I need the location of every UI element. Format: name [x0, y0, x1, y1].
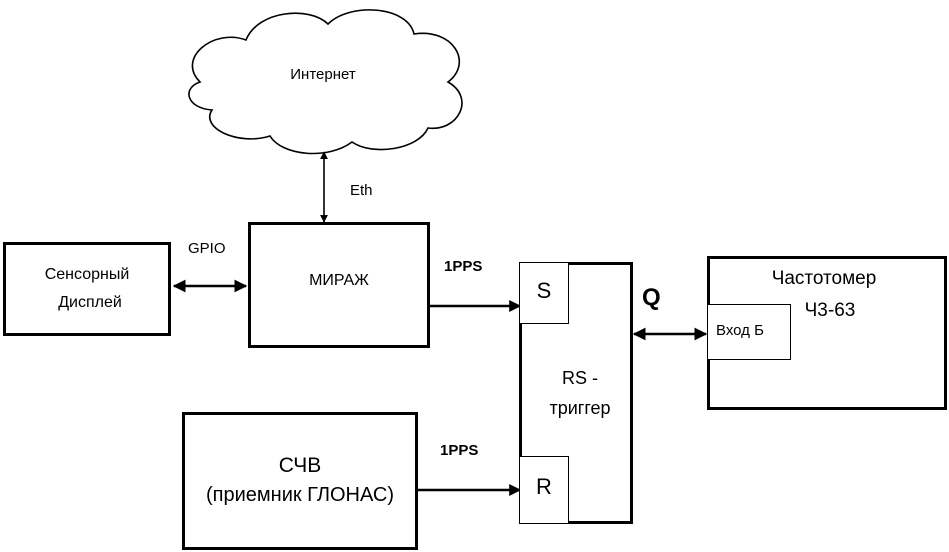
rs-trigger-label-line2: триггер — [549, 398, 611, 418]
gnss-receiver-label-line1: СЧВ — [278, 454, 322, 477]
rs-trigger-label-line1: RS - — [562, 368, 598, 388]
mirage-label: МИРАЖ — [309, 272, 369, 289]
internet-label: Интернет — [290, 66, 356, 83]
mirage-block — [248, 222, 430, 348]
q-output-label: Q — [642, 284, 661, 311]
input-b-port — [707, 304, 791, 360]
touch-display-label-line1: Сенсорный — [44, 266, 130, 283]
pps-top-label: 1PPS — [444, 258, 483, 275]
frequency-counter-label-line1: Частотомер — [771, 268, 877, 289]
r-input-port — [519, 456, 569, 524]
eth-label: Eth — [350, 182, 373, 199]
touch-display-label-line2: Дисплей — [58, 294, 122, 311]
frequency-counter-label-line2: Ч3-63 — [804, 300, 856, 321]
pps-bottom-label: 1PPS — [440, 442, 479, 459]
internet-cloud — [188, 9, 463, 155]
gnss-receiver-label-line2: (приемник ГЛОНАС) — [205, 484, 395, 506]
touch-display-block — [3, 242, 171, 336]
input-b-label: Вход Б — [716, 322, 764, 339]
r-input-label: R — [536, 474, 552, 499]
s-input-label: S — [536, 278, 552, 303]
gpio-label: GPIO — [188, 240, 226, 257]
s-input-port — [519, 262, 569, 324]
gnss-receiver-block — [182, 412, 418, 550]
